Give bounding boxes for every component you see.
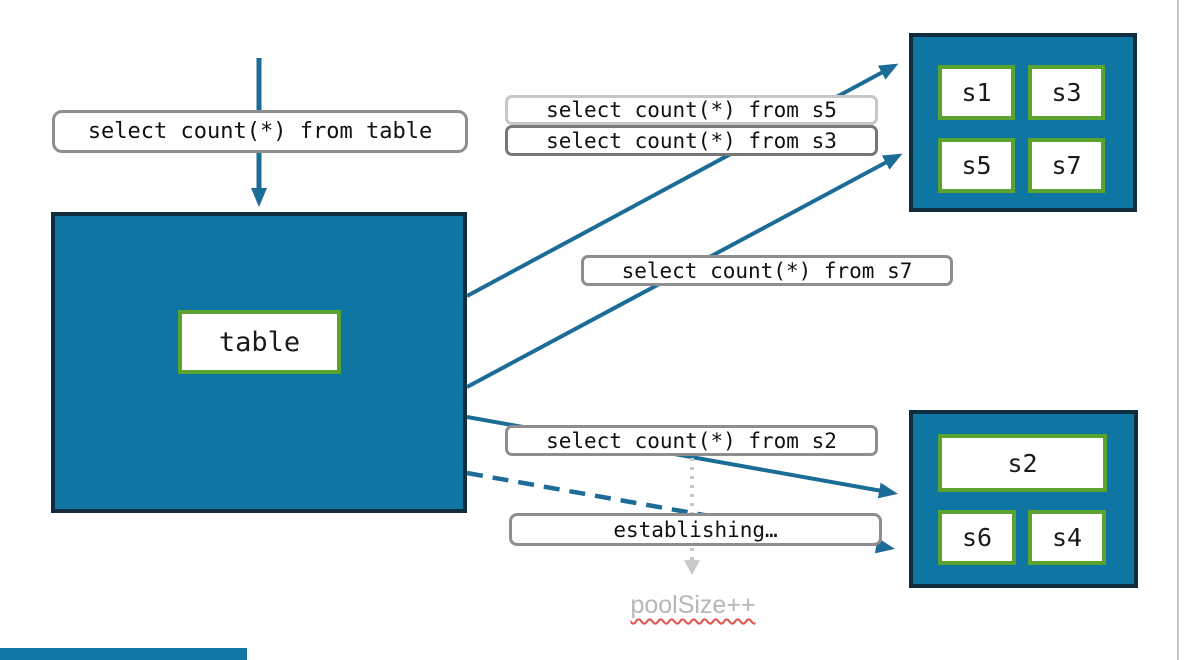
poolsize-label-text: poolSize++ xyxy=(630,591,756,619)
shard-s6: s6 xyxy=(938,510,1016,565)
label-query-from-s3: select count(*) from s3 xyxy=(505,125,878,156)
table-node-text: table xyxy=(218,326,301,358)
slide-edge-line xyxy=(1177,0,1179,660)
shard-s5: s5 xyxy=(938,138,1015,193)
label-query-from-s2: select count(*) from s2 xyxy=(505,425,878,456)
label-query-from-s5-text: select count(*) from s5 xyxy=(546,98,837,122)
label-query-from-s5: select count(*) from s5 xyxy=(505,95,878,125)
shard-s1: s1 xyxy=(938,65,1015,120)
shard-s7: s7 xyxy=(1028,138,1105,193)
label-establishing: establishing… xyxy=(509,513,882,546)
label-query-from-s7-text: select count(*) from s7 xyxy=(621,258,913,283)
label-query-from-s7: select count(*) from s7 xyxy=(581,255,953,286)
shard-s2: s2 xyxy=(938,434,1107,492)
shard-s7-label: s7 xyxy=(1051,151,1082,180)
shard-s4-label: s4 xyxy=(1051,523,1083,552)
shard-s2-label: s2 xyxy=(1007,448,1038,478)
shard-s3: s3 xyxy=(1028,65,1105,120)
label-query-from-table-text: select count(*) from table xyxy=(87,119,433,144)
label-establishing-text: establishing… xyxy=(613,517,778,542)
label-query-from-s2-text: select count(*) from s2 xyxy=(546,428,837,453)
shard-s5-label: s5 xyxy=(961,151,992,180)
shard-s4: s4 xyxy=(1028,510,1106,565)
shard-s1-label: s1 xyxy=(961,78,992,107)
label-query-from-table: select count(*) from table xyxy=(52,110,468,153)
bottom-bar-fragment xyxy=(0,648,247,660)
shard-s3-label: s3 xyxy=(1051,78,1082,107)
label-query-from-s3-text: select count(*) from s3 xyxy=(546,128,837,153)
poolsize-label: poolSize++ xyxy=(593,591,793,620)
table-node-label: table xyxy=(178,310,341,374)
shard-s6-label: s6 xyxy=(961,523,993,552)
